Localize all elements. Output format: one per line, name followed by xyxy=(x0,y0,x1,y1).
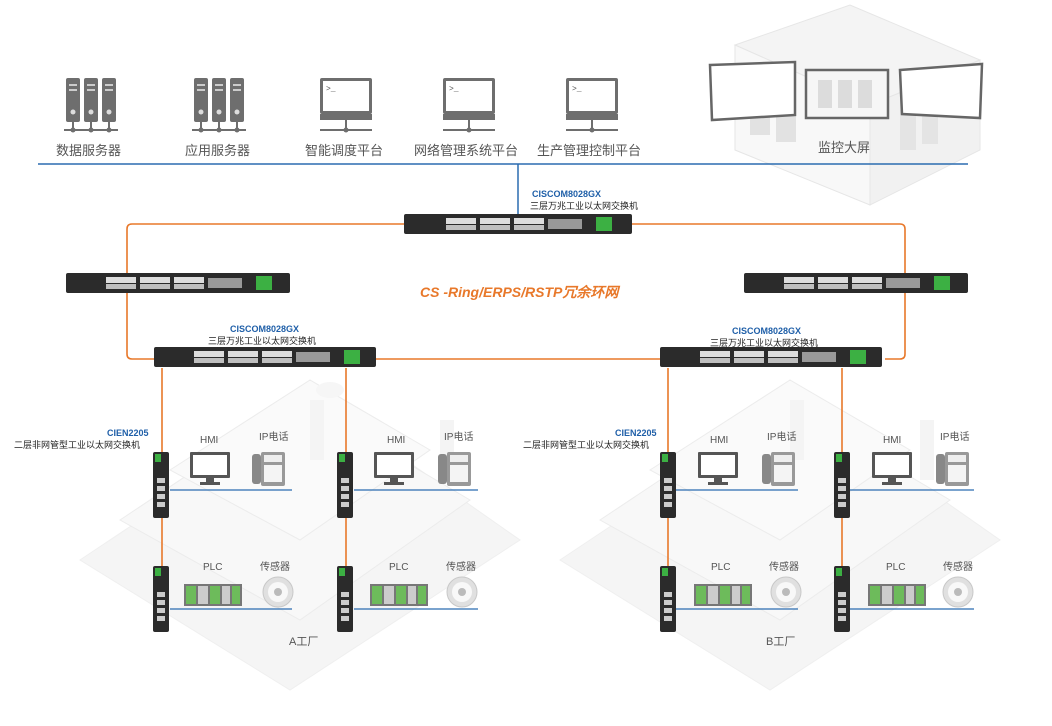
svg-text:>_: >_ xyxy=(572,85,582,94)
ring-switch-bottom-left xyxy=(154,347,376,367)
ring-protocol-label: CS -Ring/ERPS/RSTP冗余环网 xyxy=(420,284,619,300)
network-mgmt-platform-label: 网络管理系统平台 xyxy=(414,143,519,158)
data-server-icon xyxy=(64,78,118,133)
sensor-label: 传感器 xyxy=(260,562,290,573)
monitor-screen-right xyxy=(898,62,984,120)
hmi-label: HMI xyxy=(200,435,219,446)
access-switch-desc-a: 二层非网管型工业以太网交换机 xyxy=(14,440,141,450)
hmi-icons xyxy=(190,452,912,485)
sensor-icons xyxy=(262,576,974,608)
access-switch-desc-b: 二层非网管型工业以太网交换机 xyxy=(523,440,650,450)
factory-b-label: B工厂 xyxy=(766,636,796,648)
access-switch-model-b: CIEN2205 xyxy=(615,428,657,438)
hmi-label: HMI xyxy=(387,435,406,446)
terminal-icon-network-mgmt: >_ xyxy=(443,78,495,133)
right-switch-model: CISCOM8028GX xyxy=(732,326,802,336)
access-bus-lines xyxy=(170,489,974,610)
ip-phone-label: IP电话 xyxy=(940,432,970,443)
sensor-label: 传感器 xyxy=(769,562,799,573)
ip-phone-icons xyxy=(252,452,969,486)
terminal-icon-dispatch: >_ xyxy=(320,78,372,133)
app-server-label: 应用服务器 xyxy=(185,143,251,158)
left-switch-desc: 三层万兆工业以太网交换机 xyxy=(208,336,317,346)
terminal-icon-production: >_ xyxy=(566,78,618,133)
production-platform-label: 生产管理控制平台 xyxy=(537,143,642,158)
ip-phone-label: IP电话 xyxy=(259,432,289,443)
hmi-label: HMI xyxy=(883,435,902,446)
core-switch-top xyxy=(404,214,632,234)
ring-switch-left xyxy=(66,273,290,293)
left-switch-model: CISCOM8028GX xyxy=(230,324,300,334)
din-switches xyxy=(153,452,850,632)
plc-label: PLC xyxy=(389,562,409,573)
core-switch-model: CISCOM8028GX xyxy=(532,189,602,199)
ring-links xyxy=(126,223,906,570)
right-switch-desc: 三层万兆工业以太网交换机 xyxy=(710,338,819,348)
plc-icons xyxy=(184,584,926,606)
access-switch-model-a: CIEN2205 xyxy=(107,428,149,438)
monitor-screen-left xyxy=(708,60,797,122)
monitor-screen-center xyxy=(804,68,890,120)
dispatch-platform-label: 智能调度平台 xyxy=(305,143,384,158)
app-server-icon xyxy=(192,78,246,133)
ip-phone-label: IP电话 xyxy=(444,432,474,443)
data-server-label: 数据服务器 xyxy=(56,143,122,158)
hmi-label: HMI xyxy=(710,435,729,446)
plc-label: PLC xyxy=(711,562,731,573)
ring-switch-right xyxy=(744,273,968,293)
factory-a-label: A工厂 xyxy=(289,636,319,648)
sensor-label: 传感器 xyxy=(943,562,973,573)
monitor-wall-label: 监控大屏 xyxy=(818,140,871,155)
ip-phone-label: IP电话 xyxy=(767,432,797,443)
svg-text:>_: >_ xyxy=(449,85,459,94)
core-switch-desc: 三层万兆工业以太网交换机 xyxy=(530,201,639,211)
plc-label: PLC xyxy=(886,562,906,573)
svg-text:>_: >_ xyxy=(326,85,336,94)
ring-switch-bottom-right xyxy=(660,347,882,367)
sensor-label: 传感器 xyxy=(446,562,476,573)
plc-label: PLC xyxy=(203,562,223,573)
